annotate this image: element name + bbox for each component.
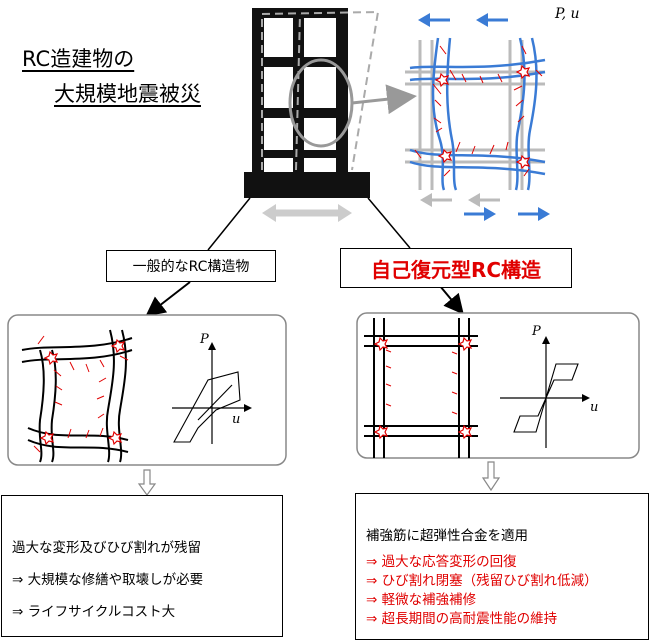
- arrow-to-right-panel: [439, 285, 464, 315]
- left-hysteresis-plot: [172, 342, 252, 444]
- right-result-item-3: ⇒ 軽微な補強補修: [366, 592, 477, 608]
- left-result-line-3: ⇒ ライフサイクルコスト大: [12, 604, 176, 620]
- left-deformed-frame-icon: [21, 329, 133, 463]
- down-arrow-right-icon: [481, 461, 501, 492]
- title-line-2: 大規模地震被災: [54, 82, 201, 106]
- right-straight-frame-icon: [364, 318, 478, 458]
- right-panel: [356, 312, 640, 459]
- load-displacement-label: P, u: [555, 6, 580, 22]
- branch-line-left: [207, 197, 251, 251]
- self-centering-rc-label: 自己復元型RC構造: [340, 248, 572, 288]
- right-result-item-2: ⇒ ひび割れ閉塞（残留ひび割れ低減）: [366, 573, 598, 589]
- down-arrow-left-icon: [137, 469, 157, 497]
- left-panel: [7, 314, 287, 466]
- right-plot-u-label: u: [590, 400, 599, 415]
- conventional-rc-label: 一般的なRC構造物: [106, 250, 276, 282]
- left-result-line-2: ⇒ 大規模な修繕や取壊しが必要: [12, 572, 204, 588]
- zoomed-joint-figure: [405, 13, 550, 221]
- right-plot-p-label: P: [532, 324, 541, 339]
- right-result-item-1: ⇒ 過大な応答変形の回復: [366, 554, 517, 570]
- title-line-1: RC造建物の: [22, 47, 135, 71]
- building-frame: [244, 8, 417, 222]
- left-plot-p-label: P: [200, 332, 209, 347]
- arrow-to-left-panel: [145, 281, 191, 317]
- right-result-intro: 補強筋に超弾性合金を適用: [366, 528, 528, 544]
- right-result-item-4: ⇒ 超長期間の高耐震性能の維持: [366, 611, 558, 627]
- right-flag-hysteresis-plot: [500, 336, 590, 448]
- left-result-line-1: 過大な変形及びひび割れが残留: [12, 540, 201, 556]
- branch-line-right: [367, 197, 411, 249]
- left-plot-u-label: u: [232, 412, 241, 427]
- self-centering-result-box: 補強筋に超弾性合金を適用 ⇒ 過大な応答変形の回復 ⇒ ひび割れ閉塞（残留ひび割…: [355, 493, 649, 640]
- conventional-result-box: 過大な変形及びひび割れが残留 ⇒ 大規模な修繕や取壊しが必要 ⇒ ライフサイクル…: [1, 495, 283, 637]
